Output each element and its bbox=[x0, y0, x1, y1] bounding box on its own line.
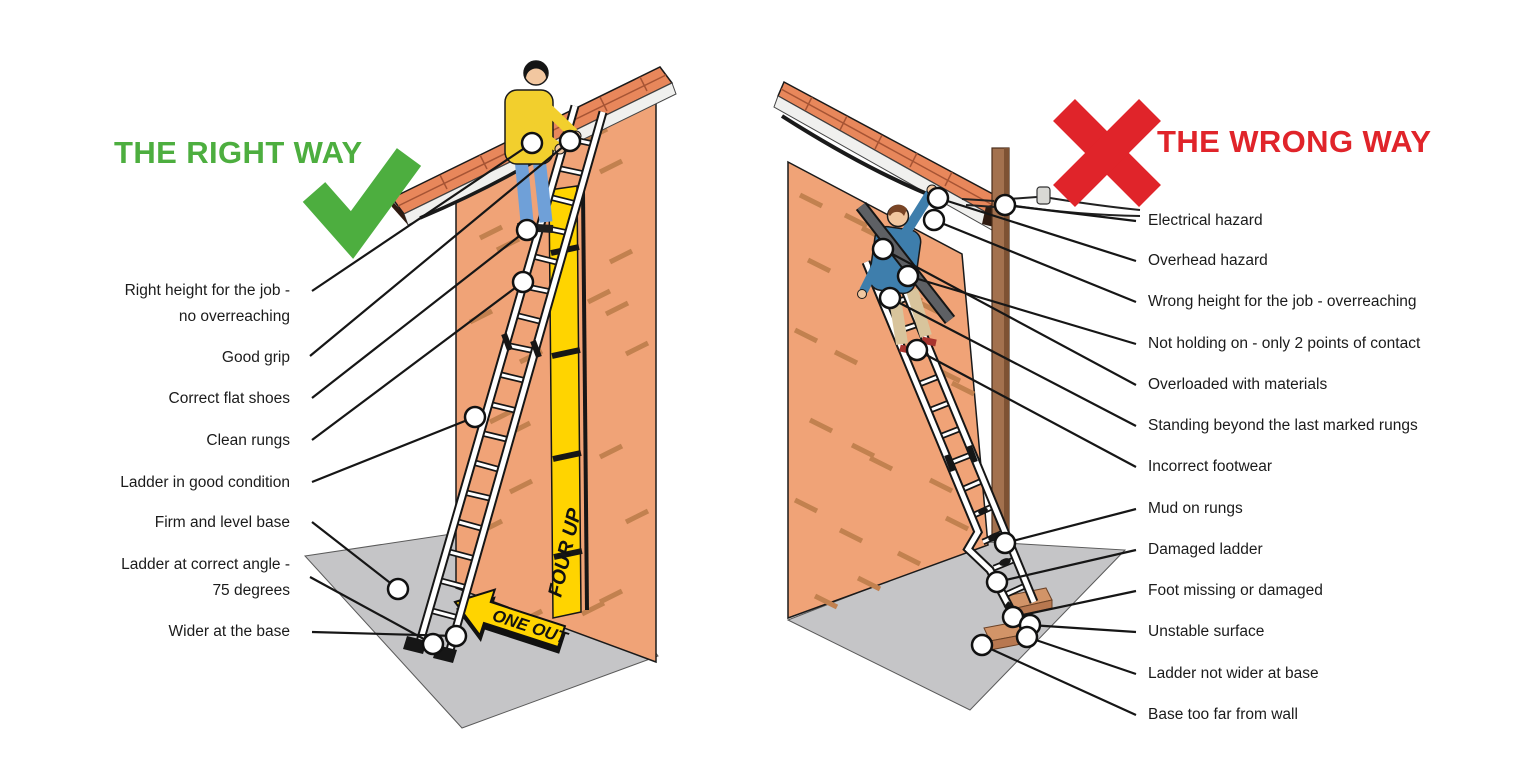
label-overloaded: Overloaded with materials bbox=[1148, 376, 1328, 393]
label-damaged-ladder: Damaged ladder bbox=[1148, 541, 1263, 558]
label-firm-level-base: Firm and level base bbox=[154, 514, 290, 531]
label-foot-missing: Foot missing or damaged bbox=[1148, 582, 1323, 599]
label-electrical-hazard: Electrical hazard bbox=[1148, 212, 1263, 229]
label-correct-flat-shoes: Correct flat shoes bbox=[168, 390, 290, 407]
four-up-band: FOUR UP bbox=[544, 185, 589, 619]
right-gutter bbox=[780, 114, 943, 202]
label-mud-on-rungs: Mud on rungs bbox=[1148, 500, 1243, 517]
label-unstable-surface: Unstable surface bbox=[1148, 623, 1265, 640]
label-clean-rungs: Clean rungs bbox=[206, 432, 290, 449]
label-good-grip: Good grip bbox=[221, 349, 290, 366]
wire-insulator bbox=[1036, 186, 1051, 205]
leader-lines bbox=[309, 140, 1137, 717]
label-wider-at-base: Wider at the base bbox=[168, 623, 290, 640]
right-way-title: THE RIGHT WAY bbox=[114, 135, 363, 170]
check-icon bbox=[302, 148, 422, 259]
left-scene: FOUR UP ONE OUT bbox=[303, 60, 677, 729]
label-incorrect-footwear: Incorrect footwear bbox=[1148, 458, 1273, 475]
right-wall bbox=[787, 160, 989, 620]
label-correct-angle: Ladder at correct angle - 75 degrees bbox=[121, 556, 290, 599]
label-right-height: Right height for the job - no overreachi… bbox=[124, 282, 290, 325]
label-not-wider-at-base: Ladder not wider at base bbox=[1148, 665, 1319, 682]
label-base-too-far: Base too far from wall bbox=[1148, 706, 1298, 723]
label-ladder-good-condition: Ladder in good condition bbox=[120, 474, 290, 491]
label-overhead-hazard: Overhead hazard bbox=[1148, 252, 1268, 269]
callout-points bbox=[386, 129, 1042, 657]
cross-icon bbox=[1053, 99, 1161, 207]
right-scene bbox=[773, 80, 1141, 711]
label-standing-beyond-rungs: Standing beyond the last marked rungs bbox=[1148, 417, 1418, 434]
carried-tube bbox=[855, 202, 956, 324]
wrong-way-title: THE WRONG WAY bbox=[1157, 124, 1432, 159]
ladder-foot bbox=[403, 636, 427, 654]
label-not-holding-on: Not holding on - only 2 points of contac… bbox=[1148, 335, 1421, 352]
label-wrong-height: Wrong height for the job - overreaching bbox=[1148, 293, 1417, 310]
